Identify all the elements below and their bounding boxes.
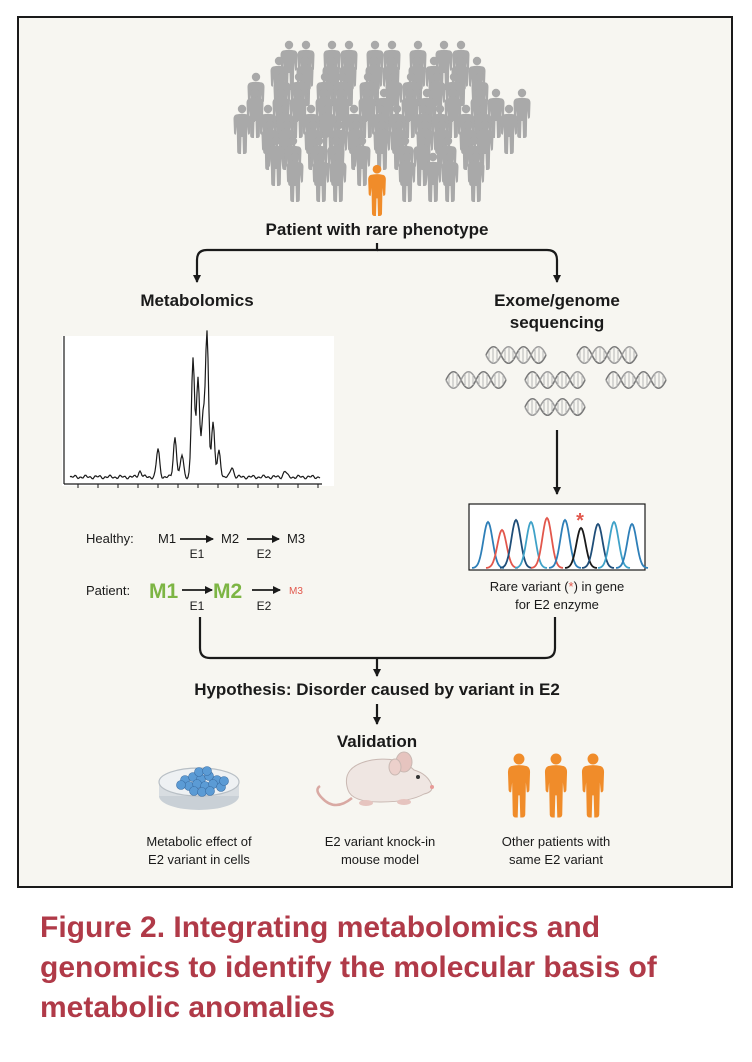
healthy-label: Healthy:: [86, 531, 134, 546]
patient-m2: M2: [213, 580, 242, 603]
patient-e2: E2: [257, 599, 272, 613]
cell: [176, 780, 186, 790]
cell: [189, 786, 199, 796]
petri-dish-icon: [158, 766, 240, 810]
crowd-icon: [233, 40, 531, 216]
spectrum-trace: [69, 330, 321, 480]
patient-label-pathway: Patient:: [86, 583, 130, 598]
chromatogram-peak: [581, 522, 615, 569]
healthy-m3: M3: [287, 531, 305, 546]
validation-patients-line1: Other patients with: [502, 834, 610, 849]
merge-arrows: [198, 617, 557, 677]
validation-patients-line2: same E2 variant: [509, 852, 603, 867]
chromatogram-peak: [471, 520, 505, 569]
hypothesis-text: Hypothesis: Disorder caused by variant i…: [194, 680, 560, 699]
chromatogram-peak: [530, 516, 564, 569]
patient-e1: E1: [190, 599, 205, 613]
chromatogram-peak: [564, 526, 598, 569]
sequencing-title-line2: sequencing: [510, 313, 604, 332]
mouse-icon: [316, 751, 434, 807]
chromatogram-peak: [499, 518, 533, 569]
chromatogram-peak: [485, 528, 519, 569]
variant-caption-line1: Rare variant (*) in gene: [490, 579, 624, 594]
cell: [219, 776, 229, 786]
cell: [202, 766, 212, 776]
validation-cells-line1: Metabolic effect of: [146, 834, 252, 849]
sequencing-title-line1: Exome/genome: [494, 291, 620, 310]
cell: [194, 767, 204, 777]
validation-cells-line2: E2 variant in cells: [148, 852, 250, 867]
healthy-pathway: Healthy: M1 M2 M3 E1 E2: [86, 531, 305, 561]
validation-mouse-line1: E2 variant knock-in: [325, 834, 436, 849]
patient-person-icon: [368, 164, 386, 216]
mass-spectrum-plot: [62, 330, 334, 488]
chromatogram-peak: [597, 520, 631, 569]
validation-captions: Metabolic effect of E2 variant in cells …: [146, 834, 610, 867]
validation-title: Validation: [337, 732, 417, 751]
healthy-m2: M2: [221, 531, 239, 546]
healthy-e2: E2: [257, 547, 272, 561]
healthy-e1: E1: [190, 547, 205, 561]
people-icon: [507, 753, 605, 818]
cell: [197, 787, 207, 797]
figure-caption: Figure 2. Integrating metabolomics and g…: [40, 911, 657, 1024]
patient-m3: M3: [289, 586, 303, 597]
dna-cluster: [445, 345, 667, 417]
variant-caption-line2: for E2 enzyme: [515, 597, 599, 612]
patient-m1: M1: [149, 580, 178, 603]
split-arrows: [193, 243, 561, 283]
validation-mouse-line2: mouse model: [341, 852, 419, 867]
diagram: Patient with rare phenotype Metabolomics…: [62, 40, 667, 867]
metabolomics-title: Metabolomics: [140, 291, 253, 310]
patient-label: Patient with rare phenotype: [266, 220, 489, 239]
patient-pathway: Patient: M1 M2 M3 E1 E2: [86, 580, 303, 613]
chromatogram-peak: [615, 522, 649, 569]
variant-asterisk: *: [576, 510, 584, 532]
chromatogram-peak: [514, 520, 548, 569]
cell: [205, 786, 215, 796]
chromatogram-peak: [548, 518, 582, 569]
healthy-m1: M1: [158, 531, 176, 546]
chromatogram: *: [468, 503, 649, 571]
